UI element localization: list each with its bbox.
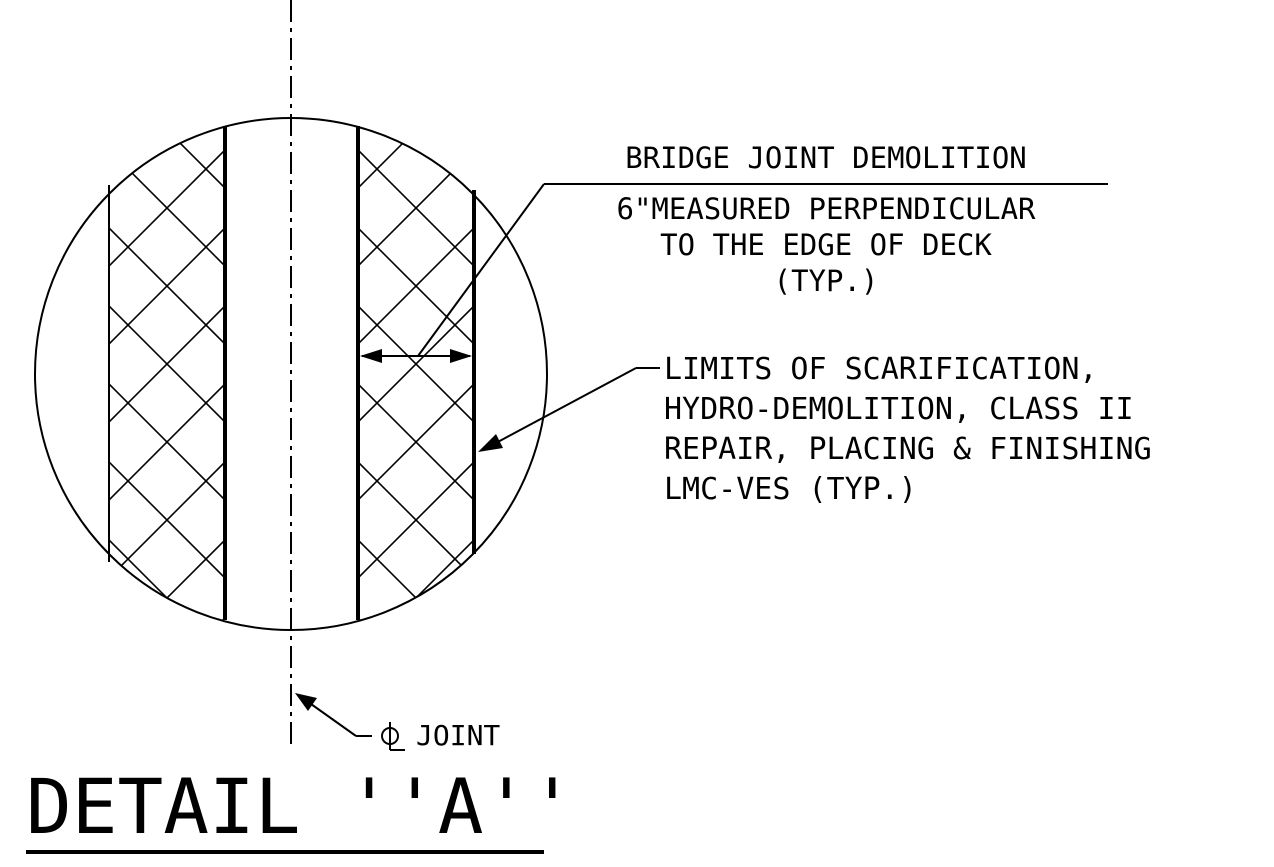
hatch-line	[358, 617, 474, 630]
hatch-line	[109, 0, 225, 32]
hatch-line	[358, 0, 474, 32]
bridge-joint-demolition-line-3: (TYP.)	[773, 264, 879, 298]
bridge-joint-demolition-line-2: TO THE EDGE OF DECK	[660, 228, 992, 262]
scarification-note-line-3: REPAIR, PLACING & FINISHING	[664, 432, 1152, 467]
hatch-line	[358, 118, 474, 189]
left-hatch-strip	[109, 0, 225, 630]
dimension-arrow	[360, 349, 472, 363]
bridge-joint-demolition-leader	[417, 183, 1108, 357]
hatch-line	[358, 0, 474, 110]
scarification-leader	[478, 367, 660, 452]
scarification-note-line-4: LMC-VES (TYP.)	[664, 472, 917, 507]
hatch-line	[358, 0, 474, 32]
centerline-joint-leader	[295, 693, 372, 737]
hatch-line	[109, 617, 225, 630]
hatch-line	[358, 0, 474, 110]
hatch-line	[109, 0, 225, 110]
hatch-line	[358, 617, 474, 630]
detail-title: DETAIL ''A''	[26, 762, 576, 851]
scarification-note-line-2: HYDRO-DEMOLITION, CLASS II	[664, 392, 1134, 427]
hatch-line	[109, 118, 225, 189]
scarification-note-line-1: LIMITS OF SCARIFICATION,	[664, 352, 1098, 387]
centerline-icon	[381, 722, 405, 751]
bridge-joint-demolition-heading: BRIDGE JOINT DEMOLITION	[625, 141, 1027, 175]
hatch-line	[109, 0, 225, 110]
hatch-line	[109, 0, 225, 32]
bridge-joint-demolition-line-1: 6"MEASURED PERPENDICULAR	[616, 192, 1036, 226]
hatch-line	[109, 617, 225, 630]
centerline-joint-label: JOINT	[416, 719, 501, 752]
